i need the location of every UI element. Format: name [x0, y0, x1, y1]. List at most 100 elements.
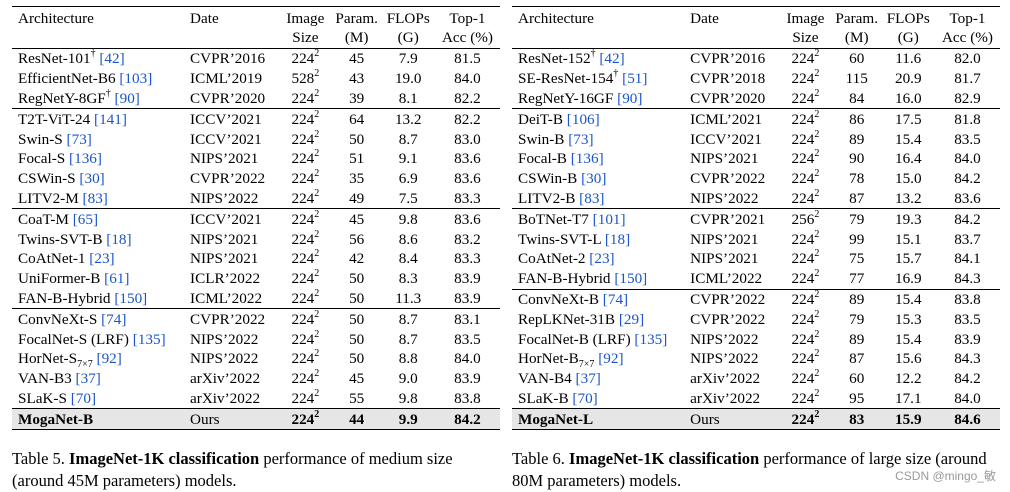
- citation-link[interactable]: [73]: [66, 130, 92, 148]
- citation-link[interactable]: [18]: [604, 230, 631, 248]
- citation-number[interactable]: 106: [571, 110, 595, 128]
- citation-link[interactable]: [83]: [82, 189, 108, 207]
- citation-number[interactable]: 141: [99, 110, 122, 128]
- model-name: FAN-B-Hybrid: [18, 289, 111, 307]
- citation-link[interactable]: [23]: [89, 250, 115, 268]
- citation-link[interactable]: [51]: [622, 70, 648, 88]
- citation-number[interactable]: 30: [84, 170, 100, 188]
- citation-link[interactable]: [42]: [99, 50, 125, 68]
- citation-link[interactable]: [74]: [101, 310, 127, 328]
- image-size-value: 224: [291, 270, 315, 288]
- citation-link[interactable]: [103]: [119, 70, 153, 88]
- cell-image-size: 2242: [779, 69, 832, 89]
- citation-number[interactable]: 73: [573, 130, 589, 148]
- cell-params: 35: [349, 170, 365, 188]
- citation-number[interactable]: 65: [77, 210, 93, 228]
- citation-link[interactable]: [23]: [589, 250, 615, 268]
- cell-date: CVPR’2022: [690, 170, 766, 188]
- citation-number[interactable]: 30: [586, 170, 602, 188]
- citation-link[interactable]: [141]: [94, 110, 127, 128]
- citation-number[interactable]: 70: [577, 389, 593, 407]
- citation-number[interactable]: 23: [594, 250, 610, 268]
- model-name: Focal-S: [18, 150, 66, 168]
- citation-number[interactable]: 42: [104, 50, 120, 68]
- citation-number[interactable]: 92: [603, 350, 619, 368]
- image-size-exponent: 2: [314, 387, 320, 399]
- table-6-grid: Architecture Date Image Param. FLOPs Top…: [512, 6, 1000, 431]
- citation-link[interactable]: [136]: [570, 150, 604, 168]
- citation-link[interactable]: [150]: [614, 270, 648, 288]
- cell-flops: 8.8: [398, 350, 418, 368]
- citation-number[interactable]: 74: [106, 310, 122, 328]
- citation-number[interactable]: 150: [619, 270, 643, 288]
- citation-link[interactable]: [90]: [114, 89, 140, 107]
- citation-link[interactable]: [135]: [634, 330, 668, 348]
- citation-link[interactable]: [37]: [575, 370, 601, 388]
- citation-link[interactable]: [30]: [581, 170, 607, 188]
- cell-architecture: Twins-SVT-L [18]: [512, 229, 688, 249]
- citation-link[interactable]: [106]: [566, 110, 600, 128]
- citation-link[interactable]: [18]: [106, 230, 132, 248]
- citation-number[interactable]: 92: [101, 350, 117, 368]
- citation-number[interactable]: 74: [607, 290, 624, 308]
- citation-link[interactable]: [92]: [96, 350, 122, 368]
- citation-link[interactable]: [29]: [618, 310, 645, 328]
- citation-link[interactable]: [90]: [617, 89, 643, 107]
- citation-link[interactable]: [65]: [72, 210, 99, 228]
- citation-link[interactable]: [70]: [572, 389, 598, 407]
- citation-link[interactable]: [136]: [69, 150, 102, 168]
- cell-params: 115: [845, 70, 868, 88]
- citation-number[interactable]: 90: [622, 89, 638, 107]
- image-size-exponent: 2: [314, 128, 320, 140]
- citation-link[interactable]: [74]: [602, 290, 629, 308]
- citation-link[interactable]: [42]: [599, 50, 625, 68]
- citation-number[interactable]: 136: [74, 150, 97, 168]
- citation-number[interactable]: 18: [111, 230, 127, 248]
- citation-number[interactable]: 83: [87, 189, 103, 207]
- citation-number[interactable]: 18: [609, 230, 626, 248]
- citation-number[interactable]: 73: [71, 130, 87, 148]
- cell-date: arXiv’2022: [690, 370, 761, 388]
- citation-number[interactable]: 51: [627, 70, 643, 88]
- citation-number[interactable]: 29: [623, 310, 640, 328]
- citation-number[interactable]: 136: [575, 150, 599, 168]
- citation-link[interactable]: [150]: [114, 289, 148, 307]
- citation-link[interactable]: [70]: [70, 389, 97, 407]
- citation-link[interactable]: [73]: [568, 130, 594, 148]
- model-name: MogaNet-B: [18, 410, 94, 428]
- cell-params: 87: [849, 350, 865, 368]
- cell-architecture: Focal-B [136]: [512, 149, 688, 169]
- citation-number[interactable]: 61: [109, 270, 125, 288]
- citation-number[interactable]: 150: [119, 289, 143, 307]
- citation-number[interactable]: 23: [94, 250, 110, 268]
- citation-link[interactable]: [92]: [598, 350, 624, 368]
- citation-number[interactable]: 42: [604, 50, 620, 68]
- citation-link[interactable]: [61]: [104, 270, 130, 288]
- citation-number[interactable]: 101: [597, 210, 621, 228]
- model-name: CoAtNet-2: [518, 250, 586, 268]
- cell-flops: 17.1: [894, 389, 922, 407]
- cell-architecture: CoAtNet-1 [23]: [12, 249, 188, 269]
- citation-link[interactable]: [30]: [79, 170, 105, 188]
- cell-flops: 8.7: [381, 308, 435, 330]
- citation-link[interactable]: [101]: [592, 210, 626, 228]
- cell-architecture: VAN-B4 [37]: [512, 369, 688, 389]
- citation-number[interactable]: 135: [137, 330, 161, 348]
- citation-number[interactable]: 135: [639, 330, 663, 348]
- citation-number[interactable]: 103: [124, 70, 148, 88]
- header-blank: [512, 28, 689, 49]
- citation-number[interactable]: 90: [119, 89, 135, 107]
- cell-params: 90: [849, 150, 865, 168]
- cell-top1: 83.0: [454, 130, 481, 148]
- citation-number[interactable]: 37: [580, 370, 596, 388]
- citation-number[interactable]: 37: [80, 370, 96, 388]
- image-size-value: 224: [291, 310, 315, 328]
- header-size-line2: Size: [278, 28, 332, 49]
- citation-link[interactable]: [135]: [132, 330, 166, 348]
- citation-number[interactable]: 83: [584, 189, 600, 207]
- citation-link[interactable]: [37]: [75, 370, 101, 388]
- citation-number[interactable]: 70: [75, 389, 91, 407]
- citation-link[interactable]: [83]: [579, 189, 605, 207]
- cell-flops: 7.9: [398, 50, 418, 68]
